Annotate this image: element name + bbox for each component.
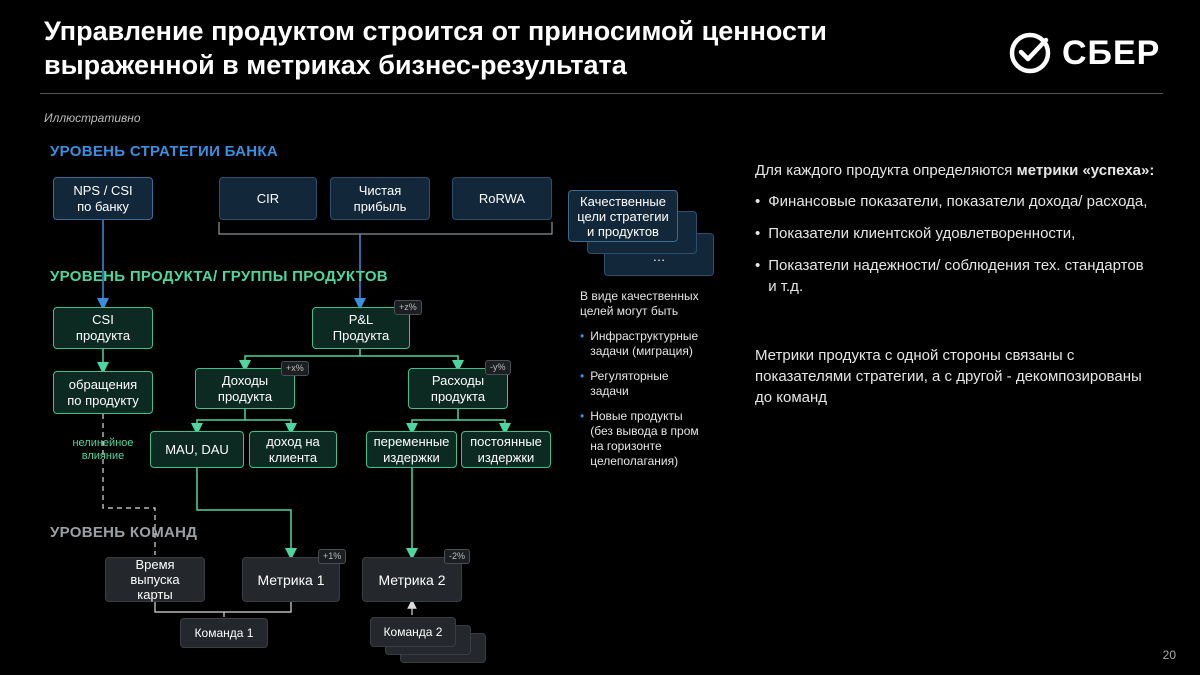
quality-line-2: цели стратегии (577, 208, 669, 224)
fix-costs-line-2: издержки (477, 449, 535, 465)
right-bullet-2: • Показатели клиентской удовлетворенност… (755, 223, 1155, 244)
qualitative-goals-note: В виде качественных целей могут быть • И… (580, 289, 730, 469)
nonlinear-influence-note: нелинейное влияние (55, 437, 151, 463)
metric-1-box: Метрика 1 (242, 557, 340, 602)
right-bullet-3: • Показатели надежности/ соблюдения тех.… (755, 255, 1155, 297)
level-team-heading: УРОВЕНЬ КОМАНД (50, 524, 198, 541)
quality-line-3: и продуктов (587, 223, 659, 239)
page-number: 20 (1162, 648, 1176, 662)
side-item-3: • Новые продукты (без вывода в пром на г… (580, 409, 730, 469)
side-intro-2: целей могут быть (580, 304, 679, 318)
income-box: Доходы продукта (195, 368, 295, 409)
title-divider (40, 93, 1163, 94)
release-line-3: карты (137, 587, 173, 602)
title-line-1: Управление продуктом строится от приноси… (44, 16, 827, 46)
var-costs-line-1: переменные (373, 433, 450, 449)
profit-line-1: Чистая (358, 182, 402, 198)
sber-check-icon (1009, 32, 1051, 74)
bullet-dot-icon: • (580, 329, 585, 343)
income-line-2: продукта (217, 388, 273, 404)
income-badge: +x% (281, 361, 309, 376)
metric-1-badge: +1% (318, 549, 347, 564)
side-item-2: • Регуляторные задачи (580, 369, 730, 399)
side-intro-1: В виде качественных (580, 289, 699, 303)
title-line-2: выраженной в метриках бизнес-результата (44, 50, 627, 80)
bullet-dot-icon: • (580, 409, 585, 423)
var-costs-line-2: издержки (383, 449, 440, 465)
csi-line-1: CSI (92, 312, 114, 327)
profit-line-2: прибыль (353, 198, 407, 214)
side-item-3-line-4: целеполагания) (590, 454, 679, 468)
illustrative-label: Иллюстративно (44, 111, 141, 125)
right-bullet-1-text: Финансовые показатели, показатели дохода… (768, 193, 1148, 210)
csi-product-box: CSI продукта (53, 307, 153, 349)
bullet-icon: • (755, 225, 761, 242)
right-intro-plain: Для каждого продукта определяются (755, 162, 1017, 179)
side-item-1: • Инфраструктурные задачи (миграция) (580, 329, 730, 359)
release-line-2: выпуска (130, 572, 180, 587)
fix-costs-line-1: постоянные (470, 433, 542, 449)
net-profit-box: Чистая прибыль (330, 177, 430, 220)
side-item-2-line-2: задачи (590, 384, 629, 398)
release-time-box: Время выпуска карты (105, 557, 205, 602)
bullet-icon: • (755, 193, 761, 210)
nps-csi-bank-box: NPS / CSI по банку (53, 177, 153, 220)
team-2-box: Команда 2 (370, 617, 456, 647)
nonlinear-line-2: влияние (81, 450, 125, 462)
quality-goals-box: Качественные цели стратегии и продуктов (568, 190, 678, 242)
pl-badge: +z% (394, 300, 422, 315)
quality-line-1: Качественные (580, 193, 666, 209)
cir-box: CIR (219, 177, 317, 220)
right-intro: Для каждого продукта определяются метрик… (755, 160, 1155, 181)
bullet-icon: • (755, 257, 761, 274)
right-text-block: Для каждого продукта определяются метрик… (755, 160, 1155, 408)
side-item-1-line-1: Инфраструктурные (590, 329, 699, 343)
metric-2-badge: -2% (444, 549, 471, 564)
side-item-3-line-2: (без вывода в пром (590, 424, 699, 438)
income-per-client-box: доход на клиента (249, 431, 337, 468)
metric-2-box: Метрика 2 (362, 557, 462, 602)
right-bullet-1: • Финансовые показатели, показатели дохо… (755, 191, 1155, 212)
nonlinear-line-1: нелинейное (72, 437, 134, 449)
calls-line-2: по продукту (67, 392, 139, 408)
pl-line-2: Продукта (332, 328, 390, 343)
side-item-1-line-2: задачи (миграция) (590, 344, 693, 358)
expense-line-2: продукта (430, 388, 486, 404)
right-intro-bold: метрики «успеха»: (1016, 162, 1155, 179)
fixed-costs-box: постоянные издержки (461, 431, 551, 468)
slide-title: Управление продуктом строится от приноси… (44, 14, 944, 82)
calls-line-1: обращения (68, 376, 138, 392)
nps-line-1: NPS / CSI (73, 182, 133, 198)
bullet-dot-icon: • (580, 369, 585, 383)
expense-line-1: Расходы (431, 372, 485, 388)
right-bullet-2-text: Показатели клиентской удовлетворенности, (768, 225, 1076, 242)
team-1-box: Команда 1 (180, 618, 268, 648)
csi-line-2: продукта (75, 328, 131, 343)
expense-badge: -y% (485, 360, 511, 375)
nps-line-2: по банку (77, 198, 129, 214)
release-line-1: Время (135, 557, 175, 572)
logo-text: СБЕР (1062, 33, 1161, 72)
rorwa-box: RoRWA (452, 177, 552, 220)
pl-product-box: P&L Продукта (312, 307, 410, 349)
sber-logo: СБЕР (1008, 30, 1160, 76)
variable-costs-box: переменные издержки (366, 431, 457, 468)
income-line-1: Доходы (221, 372, 269, 388)
pl-line-1: P&L (348, 312, 374, 327)
side-item-3-line-3: на горизонте (590, 439, 662, 453)
mau-dau-box: MAU, DAU (150, 431, 244, 468)
level-bank-heading: УРОВЕНЬ СТРАТЕГИИ БАНКА (50, 143, 278, 160)
right-paragraph: Метрики продукта с одной стороны связаны… (755, 347, 1142, 406)
side-item-2-line-1: Регуляторные (590, 369, 669, 383)
level-product-heading: УРОВЕНЬ ПРОДУКТА/ ГРУППЫ ПРОДУКТОВ (50, 268, 388, 285)
income-client-line-1: доход на (266, 433, 320, 449)
calls-box: обращения по продукту (53, 371, 153, 414)
side-item-3-line-1: Новые продукты (590, 409, 683, 423)
right-bullet-3-text: Показатели надежности/ соблюдения тех. с… (768, 257, 1144, 295)
income-client-line-2: клиента (268, 449, 318, 465)
